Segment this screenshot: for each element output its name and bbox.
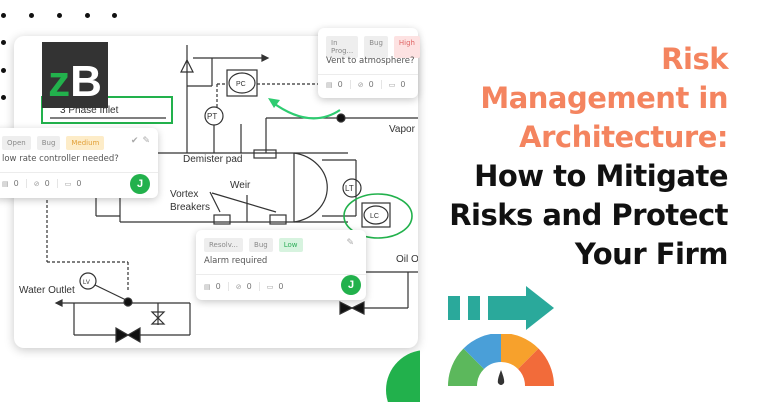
type-badge: Bug — [364, 36, 388, 58]
image-icon: ▤ — [2, 179, 9, 188]
paperclip-icon: ⊘ — [33, 179, 40, 188]
label-lv: LV — [83, 280, 90, 286]
issue-title: Vent to atmosphere? — [326, 56, 415, 66]
issue-title: Alarm required — [204, 256, 268, 266]
image-count: 0 — [337, 80, 343, 89]
attachment-count: 0 — [246, 282, 252, 291]
issue-stats: ▤ 0 ⊘ 0 ▭ 0 — [326, 80, 412, 89]
priority-badge: High — [393, 36, 420, 58]
headline-line-1: Risk — [661, 42, 728, 76]
label-lt: LT — [345, 184, 354, 193]
label-breakers: Breakers — [170, 202, 210, 213]
issue-card-alarm[interactable]: Resolv... Bug Low ✎ Alarm required ▤ 0 ⊘ 0… — [196, 230, 366, 300]
label-demister: Demister pad — [183, 154, 242, 165]
label-inlet: 3 Phase Inlet — [60, 105, 119, 116]
headline-line-2: Management in — [480, 81, 728, 115]
headline-line-3: Architecture: — [519, 120, 728, 154]
comment-icon: ▭ — [64, 179, 72, 188]
edit-pencil-icon[interactable]: ✎ — [142, 136, 150, 146]
headline-line-6: Your Firm — [574, 237, 729, 271]
paperclip-icon: ⊘ — [235, 282, 242, 291]
logo-z: z — [48, 57, 71, 106]
divider — [318, 74, 418, 75]
issue-stats: ▤ 0 ⊘ 0 ▭ 0 — [2, 179, 88, 188]
check-icon[interactable]: ✔ — [130, 136, 139, 146]
status-badge: Resolv... — [204, 238, 244, 252]
logo-b: B — [70, 57, 102, 106]
label-oil-outlet: Oil O — [396, 254, 418, 265]
headline: Risk Management in Architecture: How to … — [398, 40, 728, 274]
type-badge: Bug — [249, 238, 273, 252]
avatar[interactable]: J — [130, 174, 150, 194]
attachment-count: 0 — [368, 80, 374, 89]
edit-pencil-icon[interactable]: ✎ — [346, 238, 354, 248]
label-lc: LC — [370, 213, 379, 220]
label-vortex: Vortex — [170, 189, 198, 200]
tag-list: In Prog... Bug High — [326, 36, 420, 58]
label-pc: PC — [236, 81, 246, 88]
risk-gauge-icon — [448, 334, 554, 386]
headline-line-5: Risks and Protect — [449, 198, 728, 232]
image-count: 0 — [13, 179, 19, 188]
issue-stats: ▤ 0 ⊘ 0 ▭ 0 — [204, 282, 290, 291]
comment-count: 0 — [278, 282, 284, 291]
dot-grid-decoration — [0, 0, 130, 120]
arrow-right-icon — [448, 286, 554, 330]
status-badge: Open — [2, 136, 31, 150]
avatar[interactable]: J — [341, 275, 361, 295]
comment-icon: ▭ — [388, 80, 396, 89]
label-weir: Weir — [230, 180, 251, 191]
status-badge: In Prog... — [326, 36, 359, 58]
comment-icon: ▭ — [266, 282, 274, 291]
issue-card-vent[interactable]: In Prog... Bug High Vent to atmosphere? … — [318, 28, 420, 98]
divider — [0, 172, 158, 173]
tag-list: Open Bug Medium — [2, 136, 105, 150]
label-water-outlet: Water Outlet — [19, 285, 75, 296]
image-icon: ▤ — [326, 80, 333, 89]
image-icon: ▤ — [204, 282, 211, 291]
label-pt: PT — [207, 112, 217, 121]
comment-count: 0 — [76, 179, 82, 188]
issue-card-flow-rate[interactable]: Open Bug Medium ✔ ✎ low rate controller … — [0, 128, 158, 198]
issue-title: low rate controller needed? — [2, 154, 119, 164]
paperclip-icon: ⊘ — [357, 80, 364, 89]
type-badge: Bug — [36, 136, 61, 150]
priority-badge: Medium — [66, 136, 105, 150]
tag-list: Resolv... Bug Low — [204, 238, 303, 252]
comment-count: 0 — [400, 80, 406, 89]
divider — [196, 274, 366, 275]
label-vapor: Vapor — [389, 124, 416, 135]
attachment-count: 0 — [44, 179, 50, 188]
image-count: 0 — [215, 282, 221, 291]
headline-line-4: How to Mitigate — [474, 159, 728, 193]
priority-badge: Low — [278, 238, 303, 252]
